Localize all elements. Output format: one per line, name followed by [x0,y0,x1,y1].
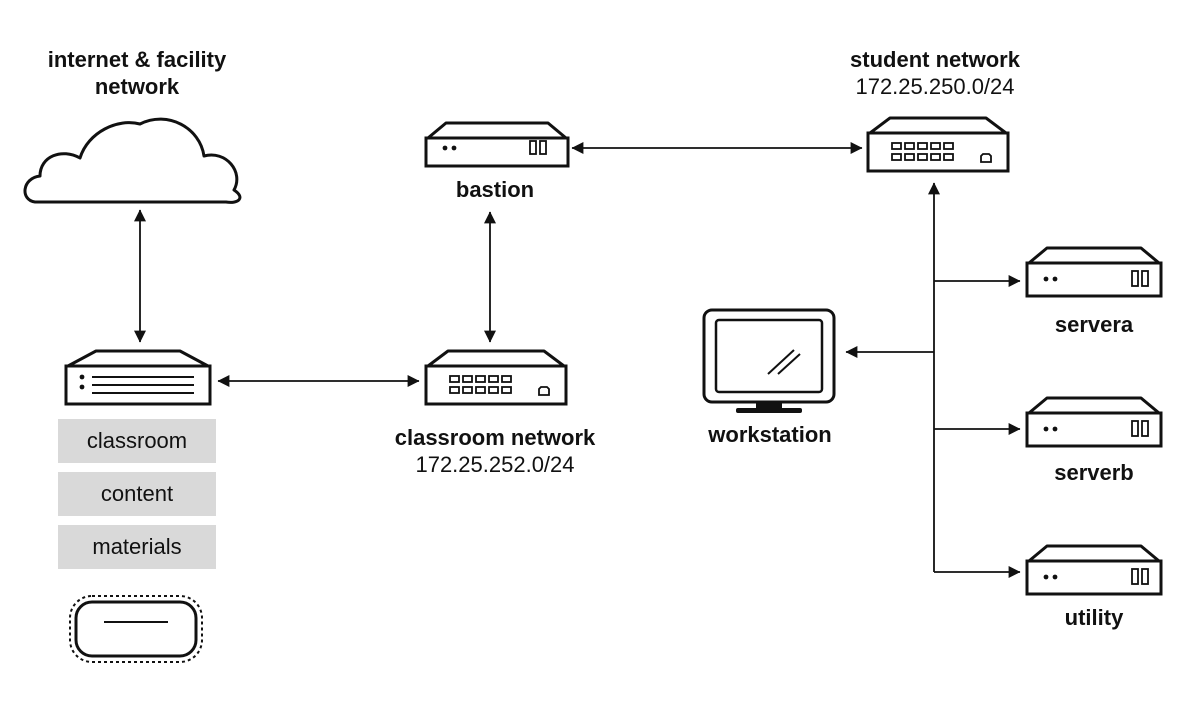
monitor-icon [702,308,836,413]
student-switch-icon [866,116,1010,173]
classroom-network-label: classroom network 172.25.252.0/24 [360,424,630,478]
classroom-network-name: classroom network [394,425,596,450]
classroom-network-subnet: 172.25.252.0/24 [415,452,575,477]
student-network-name: student network [850,47,1020,72]
utility-icon [1025,544,1163,596]
internet-label: internet & facility network [10,46,264,100]
servera-icon [1025,246,1163,298]
classroom-chip: classroom [58,419,216,463]
rack-server-icon [64,349,212,406]
internet-label-line2: network [94,74,180,99]
internet-label-line1: internet & facility [47,47,227,72]
classroom-switch-icon [424,349,568,406]
student-network-subnet: 172.25.250.0/24 [855,74,1015,99]
serverb-icon [1025,396,1163,448]
materials-chip: materials [58,525,216,569]
servera-label: servera [1054,312,1134,337]
cloud-icon [23,117,242,204]
bastion-server-icon [424,121,570,168]
workstation-label: workstation [708,422,832,447]
storage-disk-icon [69,595,203,663]
bastion-label: bastion [455,177,535,202]
content-chip: content [58,472,216,516]
utility-label: utility [1064,605,1124,630]
student-network-label: student network 172.25.250.0/24 [810,46,1060,100]
serverb-label: serverb [1054,460,1134,485]
